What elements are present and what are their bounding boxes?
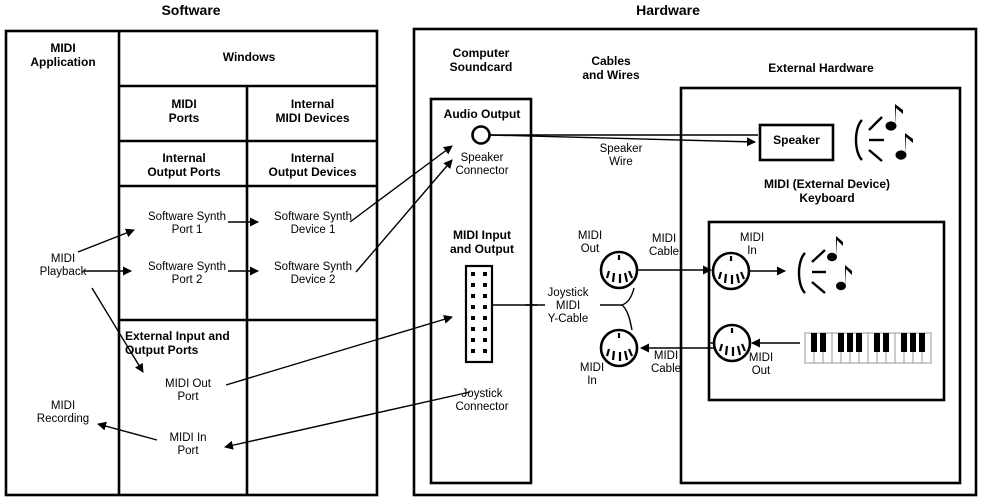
row-header-internal-output-ports: Internal Output Ports	[147, 151, 221, 179]
label-midi-in-port: MIDI In Port	[169, 432, 207, 458]
external-hardware-box	[679, 86, 962, 485]
label-cables-and-wires: Cables and Wires	[582, 54, 640, 82]
midi-cable-arrows	[637, 265, 800, 353]
label-midi-playback: MIDI Playback	[39, 253, 87, 279]
joystick-y-cable-wire	[492, 287, 635, 331]
software-title: Software	[161, 2, 221, 18]
software-table-grid	[4, 29, 379, 497]
subheader-internal-midi-devices: Internal MIDI Devices	[275, 97, 350, 125]
din-connector-cable-out	[599, 250, 639, 290]
header-external-input-output-ports: External Input and Output Ports	[125, 329, 230, 357]
label-speaker-connector: Speaker Connector	[455, 152, 509, 178]
label-midi-recording: MIDI Recording	[36, 400, 90, 426]
col-header-midi-application: MIDI Application	[30, 41, 96, 69]
label-software-synth-device-2: Software Synth Device 2	[274, 261, 352, 287]
midi-recording-arrow	[97, 421, 158, 441]
speaker-wire-line	[489, 134, 756, 147]
speaker-connector-jack	[471, 125, 491, 145]
hardware-title: Hardware	[636, 2, 700, 18]
piano-keyboard-icon	[804, 332, 932, 364]
music-note-icon-keyboard	[827, 236, 852, 291]
joystick-connector-port	[464, 264, 494, 364]
label-midi-out-port: MIDI Out Port	[164, 378, 211, 404]
row-header-internal-output-devices: Internal Output Devices	[268, 151, 357, 179]
keyboard-box	[707, 220, 946, 402]
col-header-windows: Windows	[222, 50, 276, 64]
label-cable-midi-out: MIDI Out	[577, 230, 603, 256]
soundcard-box	[429, 97, 533, 485]
keyboard-sound-icon	[797, 249, 826, 294]
label-software-synth-device-1: Software Synth Device 1	[274, 211, 352, 237]
din-connector-cable-in	[599, 328, 639, 368]
label-computer-soundcard: Computer Soundcard	[449, 46, 513, 74]
label-audio-output: Audio Output	[443, 107, 521, 121]
label-midi-input-and-output: MIDI Input and Output	[450, 228, 514, 256]
label-joystick-midi-y-cable: Joystick MIDI Y-Cable	[547, 287, 589, 326]
label-keyboard-midi-in: MIDI In	[739, 232, 765, 258]
speaker-sound-icon	[854, 116, 884, 162]
subheader-midi-ports: MIDI Ports	[168, 97, 200, 125]
label-speaker-wire: Speaker Wire	[599, 143, 643, 169]
label-software-synth-port-2: Software Synth Port 2	[148, 261, 226, 287]
label-cable-midi-in: MIDI In	[579, 362, 605, 388]
label-keyboard-midi-out: MIDI Out	[748, 352, 774, 378]
label-midi-cable-bottom: MIDI Cable	[650, 350, 682, 376]
software-flow-arrows	[77, 217, 259, 373]
music-note-icon	[885, 104, 913, 160]
label-keyboard-title: MIDI (External Device) Keyboard	[763, 177, 891, 205]
label-joystick-connector: Joystick Connector	[455, 388, 509, 414]
label-software-synth-port-1: Software Synth Port 1	[148, 211, 226, 237]
speaker-box-shape	[758, 123, 835, 162]
hardware-boundary	[412, 27, 978, 497]
label-speaker-box-text: Speaker	[773, 133, 820, 147]
label-midi-cable-top: MIDI Cable	[648, 233, 680, 259]
label-external-hardware: External Hardware	[768, 61, 874, 75]
